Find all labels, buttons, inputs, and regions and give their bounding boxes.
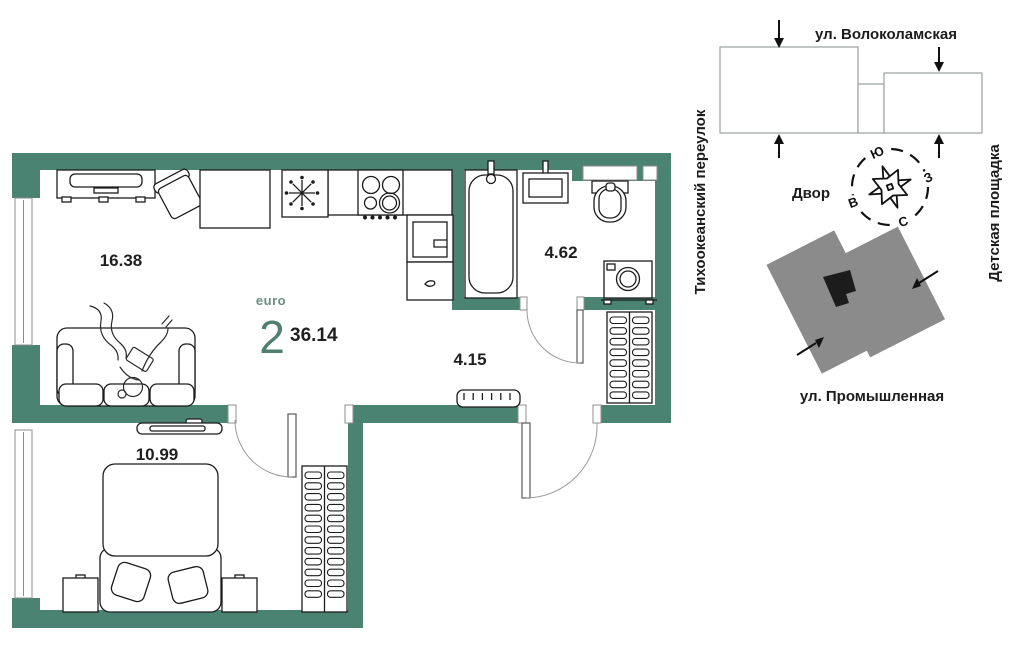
kitchen-sink-cabinet [406, 214, 454, 301]
desk [199, 169, 271, 229]
doors [234, 309, 598, 499]
site-plan: Ю З В С ул. Волоколамская Тихоокеанский … [692, 20, 1003, 405]
room-area-hallway: 4.15 [453, 350, 486, 369]
residential-building [766, 226, 946, 374]
window [582, 165, 638, 181]
unit-marker [823, 270, 856, 307]
snowflake-icon [284, 175, 320, 211]
room-area-bathroom: 4.62 [544, 243, 577, 262]
compass-south: Ю [868, 143, 886, 162]
rooms-count: 2 [259, 311, 285, 363]
room-area-bedroom: 10.99 [136, 445, 179, 464]
desk-chair [153, 168, 203, 220]
stove [357, 169, 404, 220]
bathroom-sink [522, 160, 569, 204]
toilet [591, 180, 629, 223]
bathtub [464, 160, 518, 299]
bedroom-wardrobe [301, 465, 348, 613]
washing-machine [601, 260, 657, 305]
door-jambs [227, 296, 602, 424]
total-area: 36.14 [290, 325, 338, 346]
entrance-arrows [774, 20, 944, 356]
pillow [110, 561, 152, 603]
bed [99, 463, 222, 613]
fridge [281, 169, 329, 218]
street-right-label: Детская площадка [986, 144, 1003, 282]
room-area-living-kitchen: 16.38 [100, 251, 143, 270]
hallway-wardrobe [606, 311, 653, 404]
door-arc [234, 419, 293, 478]
door-arc [526, 309, 581, 364]
cabinet-handle-icon [424, 280, 436, 287]
window [642, 165, 658, 181]
street-bottom-label: ул. Промышленная [800, 388, 944, 405]
compass-west: З [921, 169, 935, 186]
euro-label: euro [256, 293, 286, 308]
sofa [56, 327, 196, 407]
door-leaf [576, 309, 584, 364]
shoe-bench [456, 389, 521, 408]
door-arc [525, 422, 598, 499]
door-leaf [521, 422, 531, 499]
yard-label: Двор [792, 185, 830, 202]
tv-console [56, 169, 156, 203]
bedroom-tv-console [136, 418, 223, 435]
site-building-outline [719, 46, 859, 134]
site-building-connector [857, 83, 885, 134]
nightstand-left [62, 574, 99, 613]
site-building-outline [883, 72, 983, 134]
street-left-label: Тихоокеанский переулок [692, 109, 709, 294]
compass-rose: Ю З В С [844, 140, 938, 232]
nightstand-right [221, 574, 258, 613]
pillow [167, 565, 209, 605]
compass-east: В [846, 194, 860, 211]
street-top-label: ул. Волоколамская [815, 26, 957, 43]
person-figure [89, 302, 173, 399]
windows [14, 165, 658, 599]
door-leaf [287, 413, 297, 478]
